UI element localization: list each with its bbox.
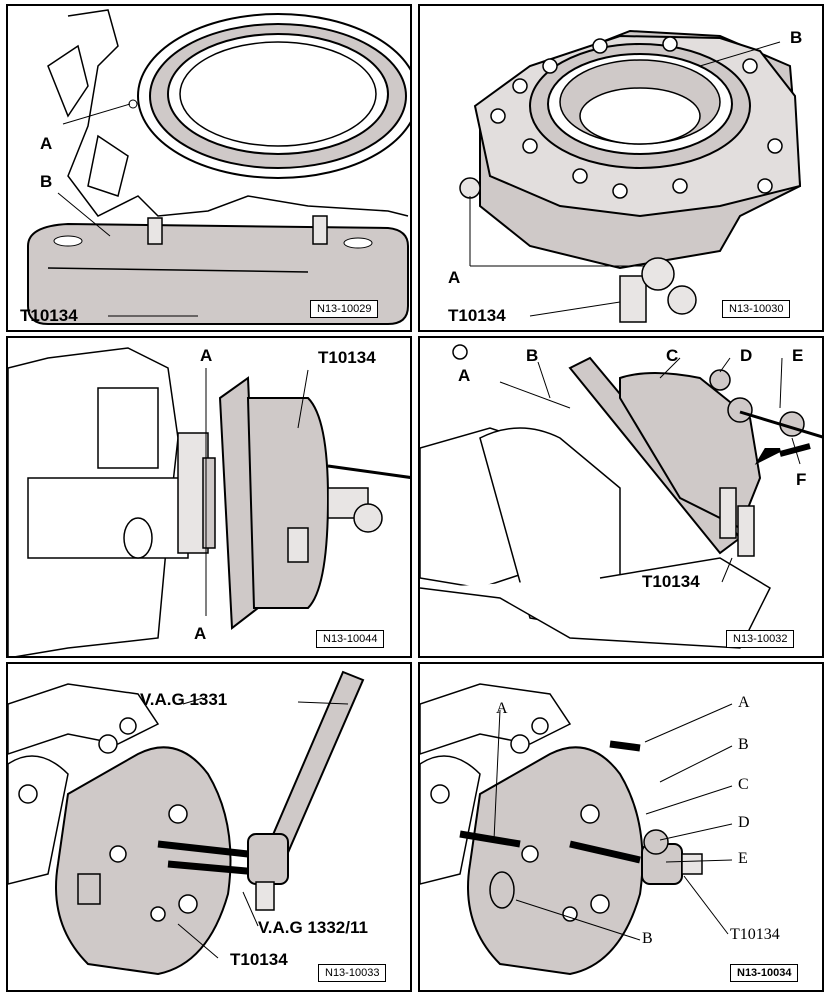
label-a-left: A [496, 700, 508, 717]
label-a: A [448, 268, 461, 287]
label-d: D [738, 814, 750, 831]
label-a-top: A [200, 346, 213, 365]
label-a: A [40, 134, 53, 153]
label-d: D [740, 346, 753, 365]
diagram-panel-1: A B T10134 N13-10029 [6, 4, 412, 332]
label-tool: T10134 [642, 572, 700, 591]
label-tool: T10134 [230, 950, 288, 969]
figure-code: N13-10030 [722, 300, 791, 318]
label-f: F [796, 470, 807, 489]
label-tool: T10134 [448, 306, 506, 325]
label-tool: T10134 [20, 306, 78, 325]
label-b-right: B [738, 736, 749, 753]
label-b: B [40, 172, 53, 191]
label-b: B [526, 346, 539, 365]
label-tool: T10134 [730, 926, 780, 943]
diagram-panel-3: A T10134 A N13-10044 [6, 336, 412, 658]
figure-code: N13-10044 [316, 630, 385, 648]
label-adapter: V.A.G 1332/11 [258, 918, 368, 937]
label-c: C [738, 776, 749, 793]
label-a: A [458, 366, 471, 385]
label-b: B [790, 28, 803, 47]
diagram-panel-4: B A C D E F T10134 N13-10032 [418, 336, 824, 658]
label-wrench: V.A.G 1331 [140, 690, 228, 709]
figure-code: N13-10034 [730, 964, 799, 982]
label-a-bottom: A [194, 624, 207, 643]
crankshaft-and-tool-illustration [8, 347, 410, 656]
figure-code: N13-10032 [726, 630, 795, 648]
figure-code: N13-10029 [310, 300, 379, 318]
diagram-panel-6: A A B C D E B T10134 N13-10034 [418, 662, 824, 992]
label-a-right: A [738, 694, 750, 711]
seal-and-tool-illustration [27, 9, 410, 325]
diagram-panel-5: V.A.G 1331 V.A.G 1332/11 T10134 N13-1003… [6, 662, 412, 992]
housing-and-tool-illustration [459, 29, 802, 323]
installation-tool-illustration [420, 344, 822, 649]
label-tool: T10134 [318, 348, 376, 367]
label-b-bottom: B [642, 930, 653, 947]
diagram-panel-2: B A T10134 N13-10030 [418, 4, 824, 332]
torque-wrench-illustration [8, 670, 365, 976]
assembly-components-illustration [420, 683, 733, 976]
label-e: E [792, 346, 804, 365]
label-e: E [738, 850, 748, 867]
figure-code: N13-10033 [318, 964, 387, 982]
label-c: C [666, 346, 679, 365]
